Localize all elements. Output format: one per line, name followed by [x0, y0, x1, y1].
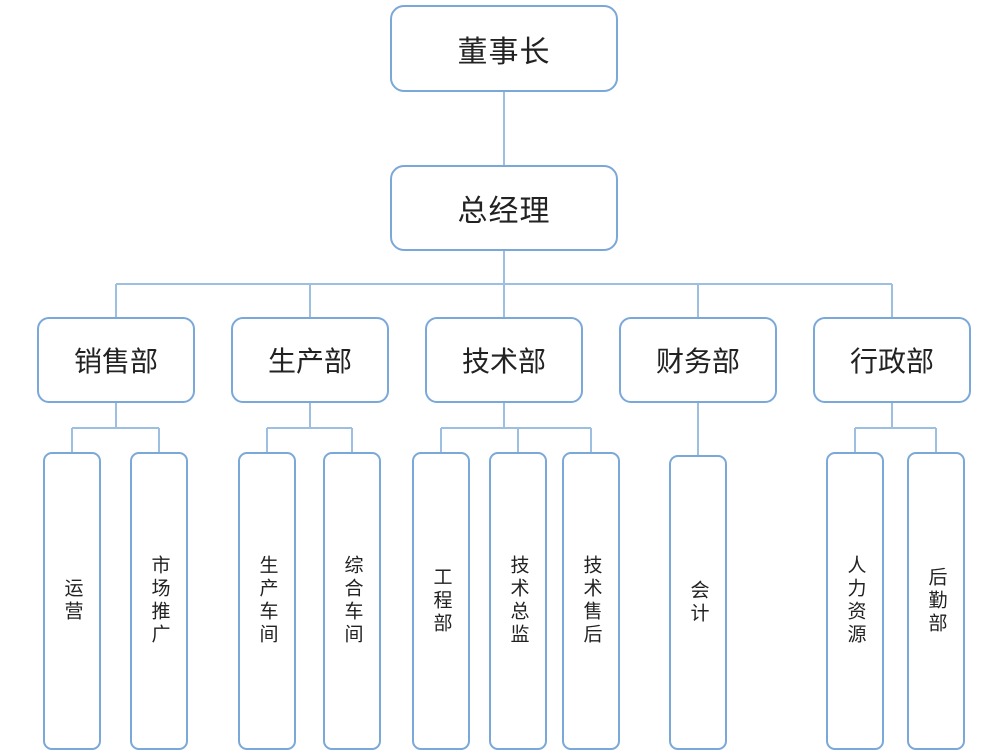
- dept-label: 技术部: [461, 345, 546, 378]
- dept-tech[interactable]: 技术部: [425, 317, 583, 403]
- dept-label: 财务部: [655, 345, 740, 378]
- unit-logistics[interactable]: 后勤部: [907, 452, 965, 750]
- unit-production-workshop[interactable]: 生产车间: [238, 452, 296, 750]
- dept-admin[interactable]: 行政部: [813, 317, 971, 403]
- dept-sales[interactable]: 销售部: [37, 317, 195, 403]
- unit-label: 人力资源: [844, 555, 867, 647]
- gm-box[interactable]: 总经理: [390, 165, 618, 251]
- unit-accounting[interactable]: 会计: [669, 455, 727, 750]
- unit-general-workshop[interactable]: 综合车间: [323, 452, 381, 750]
- chairman-label: 董事长: [457, 34, 551, 70]
- unit-label: 生产车间: [256, 555, 279, 647]
- unit-tech-support[interactable]: 技术售后: [562, 452, 620, 750]
- unit-label: 技术售后: [580, 555, 603, 647]
- unit-label: 综合车间: [341, 555, 364, 647]
- unit-label: 市场推广: [148, 555, 171, 647]
- unit-label: 技术总监: [507, 555, 530, 647]
- gm-label: 总经理: [457, 194, 551, 229]
- unit-engineering[interactable]: 工程部: [412, 452, 470, 750]
- dept-label: 行政部: [849, 345, 934, 378]
- unit-label: 后勤部: [925, 566, 948, 636]
- dept-finance[interactable]: 财务部: [619, 317, 777, 403]
- dept-production[interactable]: 生产部: [231, 317, 389, 403]
- unit-hr[interactable]: 人力资源: [826, 452, 884, 750]
- unit-label: 会计: [687, 579, 710, 626]
- unit-tech-director[interactable]: 技术总监: [489, 452, 547, 750]
- unit-label: 运营: [61, 578, 84, 624]
- unit-label: 工程部: [430, 566, 453, 636]
- dept-label: 销售部: [73, 345, 158, 378]
- unit-operations[interactable]: 运营: [43, 452, 101, 750]
- dept-label: 生产部: [267, 345, 352, 378]
- chairman-box[interactable]: 董事长: [390, 5, 618, 92]
- unit-marketing[interactable]: 市场推广: [130, 452, 188, 750]
